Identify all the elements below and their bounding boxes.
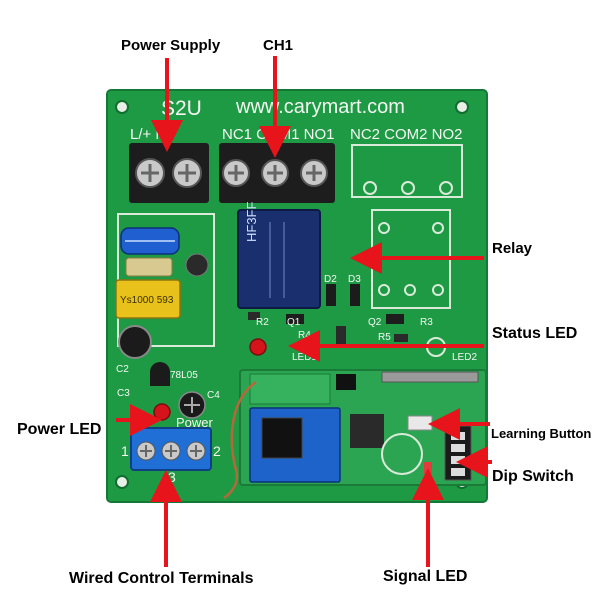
transformer: Ys1000 593 bbox=[115, 279, 181, 319]
led1-label: LED1 bbox=[292, 352, 317, 363]
svg-text:R2: R2 bbox=[256, 317, 269, 328]
wired-terminal-num-3: 3 bbox=[168, 469, 176, 485]
status-led-1 bbox=[249, 338, 267, 356]
diode-d3: D3 bbox=[348, 274, 361, 306]
label-signal-led: Signal LED bbox=[383, 568, 468, 585]
label-power-supply: Power Supply bbox=[121, 37, 221, 54]
label-status-led: Status LED bbox=[492, 325, 578, 342]
callout-arrows bbox=[116, 56, 492, 567]
relay1-terminal-labels: NC1 COM1 NO1 bbox=[222, 126, 335, 143]
wired-control-terminal-block bbox=[130, 427, 212, 471]
label-learning-button: Learning Button bbox=[491, 426, 592, 441]
svg-text:D3: D3 bbox=[348, 274, 361, 285]
svg-text:R5: R5 bbox=[378, 332, 391, 343]
capacitor-blue bbox=[120, 227, 180, 255]
label-wired-control-terminals: Wired Control Terminals bbox=[69, 570, 254, 587]
svg-text:R4: R4 bbox=[298, 330, 311, 341]
label-relay: Relay bbox=[492, 240, 533, 257]
mounting-hole bbox=[455, 100, 469, 114]
board-model: S2U bbox=[161, 97, 202, 120]
board-website: www.carymart.com bbox=[235, 96, 405, 118]
relay-component: HF3FF bbox=[237, 202, 321, 309]
label-dip-switch: Dip Switch bbox=[492, 468, 574, 485]
inductor bbox=[125, 257, 173, 277]
cap-label-c3: C3 bbox=[117, 388, 130, 399]
label-ch1: CH1 bbox=[263, 37, 294, 54]
power-supply-terminal bbox=[129, 143, 209, 203]
svg-text:Q1: Q1 bbox=[287, 317, 301, 328]
svg-text:Q2: Q2 bbox=[368, 317, 382, 328]
electrolytic-capacitor bbox=[118, 325, 152, 359]
power-led bbox=[153, 403, 171, 421]
svg-text:R3: R3 bbox=[420, 317, 433, 328]
mounting-hole bbox=[115, 475, 129, 489]
cap-label-c2: C2 bbox=[116, 364, 129, 375]
wired-terminal-num-1: 1 bbox=[121, 443, 129, 459]
diode-d2: D2 bbox=[324, 274, 337, 306]
led2-label: LED2 bbox=[452, 352, 477, 363]
power-mark: Power bbox=[176, 415, 214, 430]
relay2-terminal-labels: NC2 COM2 NO2 bbox=[350, 126, 463, 143]
transformer-marking: Ys1000 593 bbox=[120, 295, 174, 306]
regulator-78l05: 78L05 bbox=[150, 362, 198, 386]
label-power-led: Power LED bbox=[17, 421, 102, 438]
small-capacitor bbox=[185, 253, 209, 277]
relay-marking: HF3FF bbox=[244, 202, 259, 243]
svg-text:78L05: 78L05 bbox=[170, 370, 198, 381]
mounting-hole bbox=[115, 100, 129, 114]
svg-text:D2: D2 bbox=[324, 274, 337, 285]
cap-label-c4: C4 bbox=[207, 390, 220, 401]
receiver-module bbox=[223, 369, 487, 500]
wired-terminal-num-2: 2 bbox=[213, 443, 221, 459]
ch1-terminal bbox=[219, 143, 335, 203]
